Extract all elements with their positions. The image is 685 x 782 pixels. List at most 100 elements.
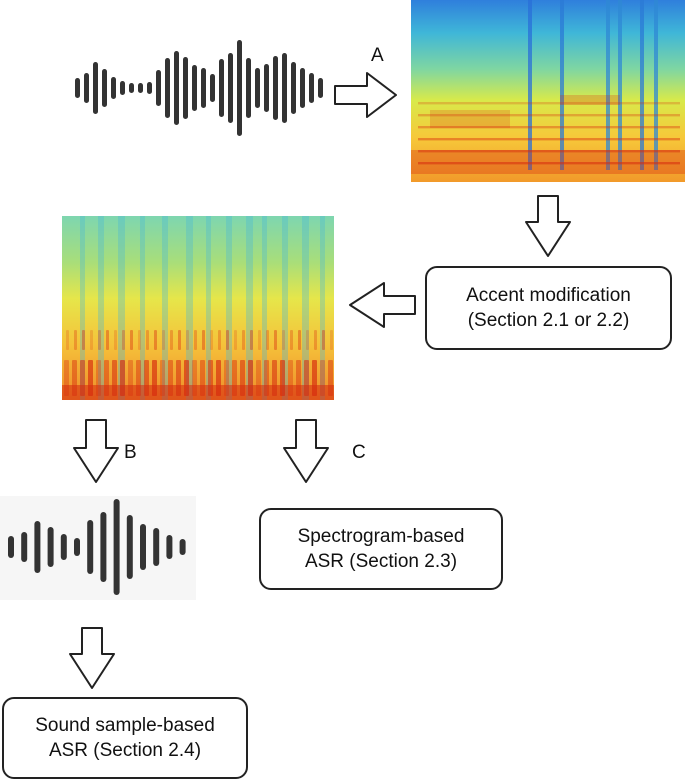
decor-mark: [62, 385, 334, 400]
box-line: ASR (Section 2.4): [48, 740, 202, 761]
arrow-down-icon: [525, 195, 571, 257]
decor-mark: [640, 0, 644, 170]
decor-mark: [273, 56, 278, 120]
decor-mark: [82, 330, 85, 350]
decor-mark: [98, 216, 104, 400]
decor-mark: [93, 62, 98, 114]
decor-mark: [162, 330, 165, 350]
decor-mark: [226, 330, 229, 350]
decor-mark: [242, 330, 245, 350]
decor-mark: [291, 62, 296, 114]
decor-mark: [192, 65, 197, 111]
decor-mark: [330, 330, 333, 350]
decor-mark: [170, 330, 173, 350]
decor-mark: [264, 64, 269, 112]
decor-mark: [298, 330, 301, 350]
decor-mark: [654, 0, 658, 170]
decor-mark: [201, 68, 206, 108]
decor-mark: [8, 536, 14, 558]
decor-mark: [98, 330, 101, 350]
decor-mark: [606, 0, 610, 170]
decor-mark: [262, 216, 267, 400]
decor-mark: [154, 330, 157, 350]
spectrogram-modified-image: [62, 216, 334, 400]
decor-mark: [218, 330, 221, 350]
waveform-background: [0, 496, 196, 600]
decor-mark: [246, 216, 253, 400]
decor-mark: [174, 51, 179, 125]
decor-mark: [186, 330, 189, 350]
decor-mark: [147, 82, 152, 94]
decor-mark: [528, 0, 532, 170]
decor-mark: [179, 539, 186, 555]
box-line: Accent modification: [466, 285, 631, 306]
decor-mark: [418, 126, 680, 129]
decor-mark: [130, 330, 133, 350]
decor-mark: [418, 114, 680, 117]
decor-mark: [129, 83, 134, 93]
decor-mark: [418, 162, 680, 165]
decor-mark: [418, 138, 680, 141]
decor-mark: [282, 330, 285, 350]
decor-mark: [84, 73, 89, 103]
decor-mark: [430, 110, 510, 128]
decor-mark: [118, 216, 125, 400]
decor-mark: [418, 102, 680, 105]
decor-mark: [165, 58, 170, 118]
decor-mark: [246, 58, 251, 118]
decor-mark: [290, 330, 293, 350]
decor-mark: [34, 521, 41, 573]
decor-mark: [194, 330, 197, 350]
decor-mark: [210, 74, 215, 102]
decor-mark: [87, 520, 94, 574]
decor-mark: [309, 73, 314, 103]
decor-mark: [166, 535, 173, 559]
decor-mark: [75, 78, 80, 98]
decor-mark: [300, 68, 305, 108]
decor-mark: [120, 81, 125, 95]
decor-mark: [237, 40, 242, 136]
spectrogram-asr-box: Spectrogram-based ASR (Section 2.3): [259, 508, 503, 590]
decor-mark: [21, 532, 28, 562]
label-a: A: [371, 45, 384, 66]
decor-mark: [122, 330, 125, 350]
decor-mark: [320, 216, 325, 400]
label-c: C: [352, 442, 366, 463]
label-b: B: [124, 442, 137, 463]
decor-mark: [418, 150, 680, 153]
arrow-right-icon: [334, 72, 397, 118]
arrow-down-icon: [69, 627, 115, 689]
decor-mark: [560, 95, 620, 105]
box-line: Sound sample-based: [35, 715, 215, 736]
decor-mark: [314, 330, 317, 350]
decor-mark: [411, 150, 685, 174]
decor-mark: [60, 534, 67, 560]
decor-mark: [66, 330, 69, 350]
decor-mark: [226, 216, 232, 400]
decor-mark: [186, 216, 193, 400]
decor-mark: [140, 216, 145, 400]
waveform-icon: [8, 499, 186, 595]
arrow-left-icon: [349, 282, 416, 328]
box-line: (Section 2.1 or 2.2): [467, 310, 630, 331]
box-line: ASR (Section 2.3): [304, 551, 458, 572]
decor-mark: [282, 216, 288, 400]
decor-mark: [234, 330, 237, 350]
decor-mark: [266, 330, 269, 350]
decor-mark: [183, 57, 188, 119]
decor-mark: [282, 53, 287, 123]
decor-mark: [306, 330, 309, 350]
decor-mark: [228, 53, 233, 123]
decor-mark: [111, 77, 116, 99]
decor-mark: [126, 515, 133, 579]
decor-mark: [322, 330, 325, 350]
decor-mark: [74, 538, 80, 556]
decor-mark: [102, 69, 107, 107]
decor-mark: [618, 0, 622, 170]
spectrogram-original-image: [411, 0, 685, 182]
decor-mark: [206, 216, 211, 400]
decor-mark: [255, 68, 260, 108]
decor-mark: [162, 216, 168, 400]
decor-mark: [153, 528, 160, 566]
